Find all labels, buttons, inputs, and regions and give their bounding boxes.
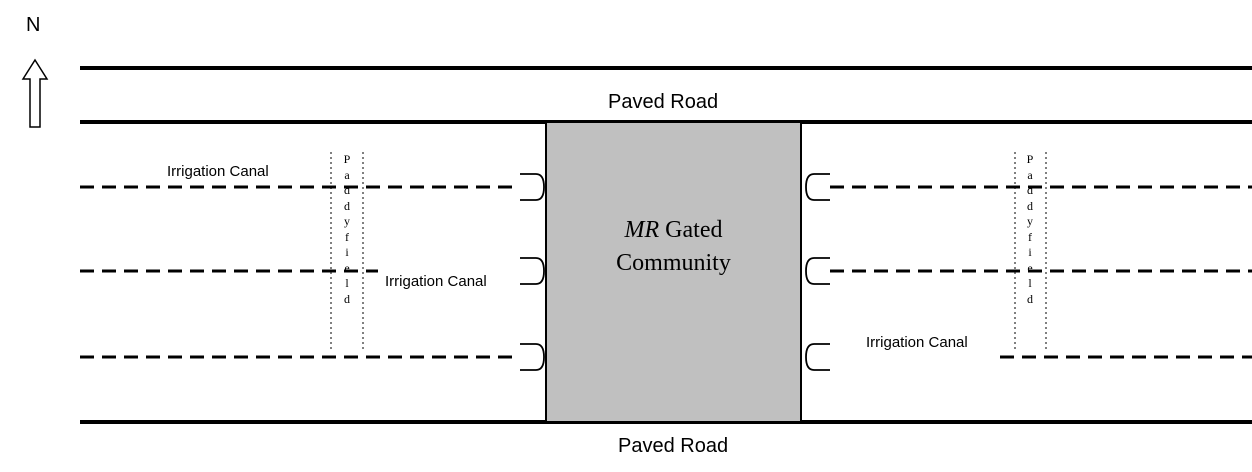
paddy-letter: d (344, 198, 350, 213)
paddy-letter: d (344, 291, 350, 306)
paddy-letter: y (1027, 214, 1033, 228)
paddy-letter: d (1027, 183, 1033, 197)
community-label: MR Gated Community (546, 214, 801, 280)
paddy-letter: d (1027, 198, 1033, 213)
canal-label-left-middle: Irrigation Canal (385, 273, 487, 290)
paddy-letter: i (1028, 245, 1032, 259)
gated-community-block (545, 121, 802, 423)
top-road-label: Paved Road (608, 91, 719, 113)
paddy-letter: l (345, 276, 349, 290)
canal-label-left-top: Irrigation Canal (167, 163, 269, 180)
paddy-letter: P (343, 152, 351, 166)
paddy-field-label-right: P a d d y f i e l d (1024, 152, 1036, 307)
paddy-letter: e (344, 260, 350, 275)
paddy-letter: a (1027, 167, 1033, 182)
paddy-letter: i (345, 245, 349, 259)
bottom-road-label: Paved Road (618, 435, 729, 457)
paddy-letter: y (344, 214, 350, 228)
north-arrow-icon (21, 58, 49, 128)
paddy-letter: P (1026, 152, 1034, 166)
culvert-bracket-left-middle (520, 257, 545, 285)
culvert-bracket-right-top (805, 173, 830, 201)
community-name-rest: Gated (659, 217, 723, 243)
paddy-letter: l (1028, 276, 1032, 290)
paddy-field-label-left: P a d d y f i e l d (341, 152, 353, 307)
paddy-letter: e (1027, 260, 1033, 275)
community-name-line2: Community (616, 250, 731, 276)
paddy-letter: f (345, 229, 349, 244)
north-label: N (26, 14, 41, 36)
culvert-bracket-right-middle (805, 257, 830, 285)
culvert-bracket-left-top (520, 173, 545, 201)
paddy-letter: a (344, 167, 350, 182)
paddy-letter: d (344, 183, 350, 197)
culvert-bracket-right-bottom (805, 343, 830, 371)
culvert-bracket-left-bottom (520, 343, 545, 371)
paddy-letter: f (1028, 229, 1032, 244)
canal-label-right-bottom: Irrigation Canal (866, 334, 968, 351)
community-name-italic: MR (624, 217, 660, 243)
paddy-letter: d (1027, 291, 1033, 306)
